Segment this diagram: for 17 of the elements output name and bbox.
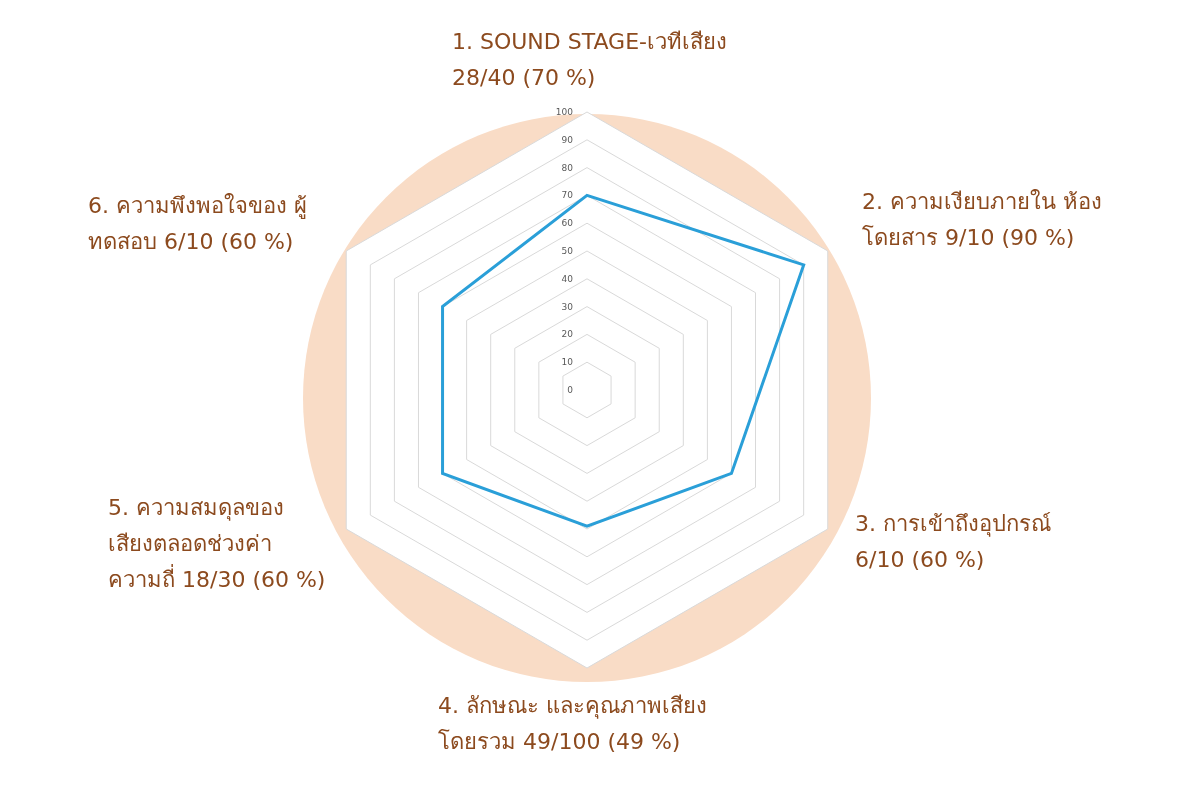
tick-label: 80	[560, 163, 573, 173]
tick-label: 10	[560, 358, 573, 368]
tick-label: 0	[566, 386, 573, 395]
tick-label: 50	[560, 247, 573, 256]
axis-label: 2. ความเงียบภายใน ห้องโดยสาร 9/10 (90 %)	[862, 188, 1103, 252]
axis-label: 3. การเข้าถึงอุปกรณ์ 6/10 (60 %)	[855, 510, 1052, 574]
axis-label: 6. ความพึงพอใจของ ผู้ทดสอบ 6/10 (60 %)	[88, 192, 308, 256]
tick-label: 70	[560, 191, 573, 201]
tick-label: 20	[560, 330, 573, 340]
tick-label: 60	[560, 219, 573, 229]
tick-label: 100	[554, 108, 573, 117]
tick-label: 30	[560, 302, 573, 312]
axis-label: 5. ความสมดุลของ เสียงตลอดช่วงค่า ความถี่ 18/30 (60 %)	[108, 494, 327, 594]
axis-label: 4. ลักษณะ และคุณภาพเสียง โดยรวม 49/100 (49 %)	[438, 692, 708, 756]
axis-label: 1. SOUND STAGE-เวทีเสียง 28/40 (70 %)	[452, 28, 728, 92]
tick-label: 90	[560, 135, 573, 145]
tick-label: 40	[560, 274, 573, 284]
